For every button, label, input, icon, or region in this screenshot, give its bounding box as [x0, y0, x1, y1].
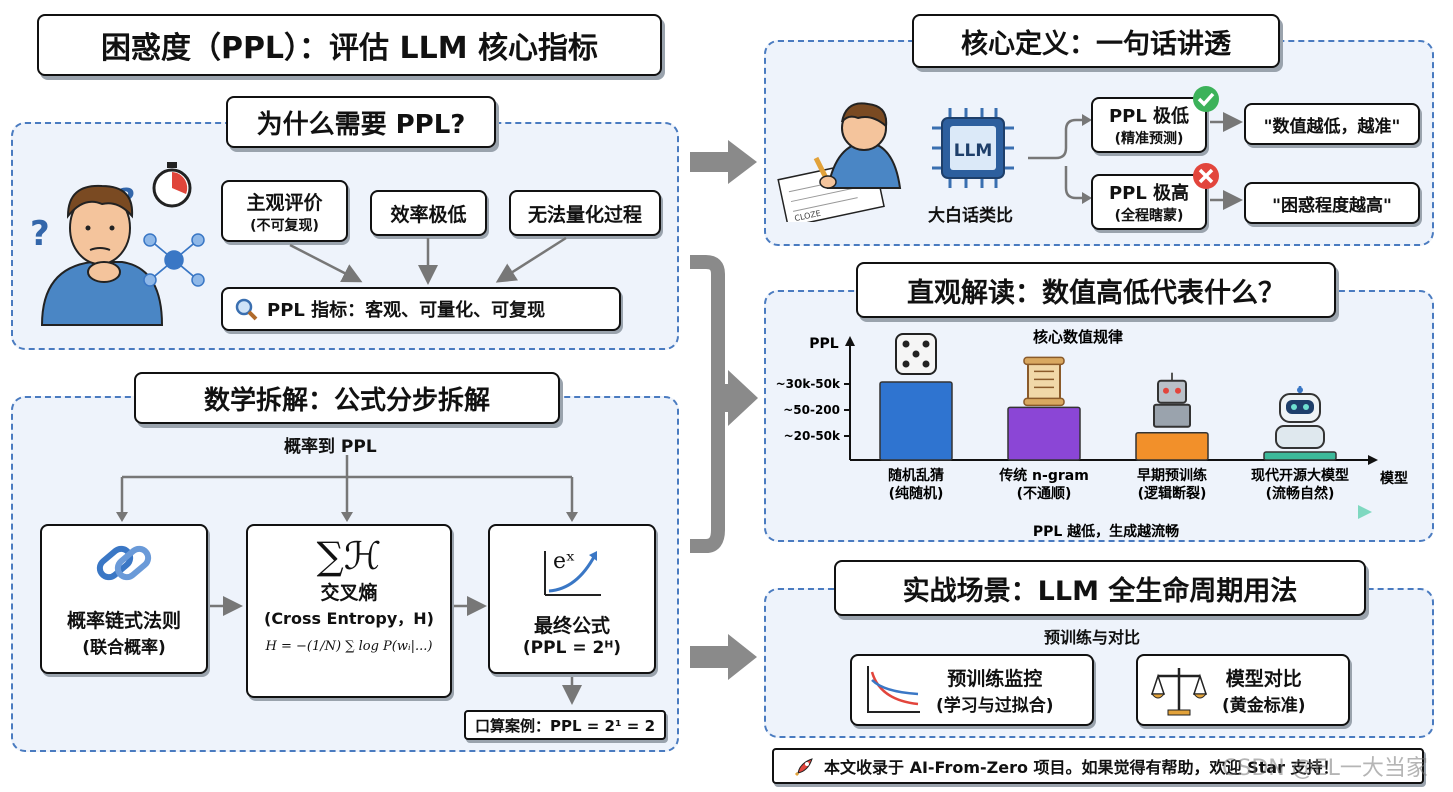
student-writing-illustration: CLOZE: [777, 102, 902, 222]
ppl-high-sub-label: (全程瞎蒙): [1114, 208, 1184, 224]
card-sub-label: (黄金标准): [1222, 696, 1306, 716]
trend-label: PPL 越低，生成越流畅: [1033, 523, 1179, 540]
practice-subtitle: 预训练与对比: [1044, 628, 1141, 647]
bar: [1007, 406, 1081, 461]
card-label: 预训练监控: [947, 668, 1043, 690]
arrow-to-intuition: [718, 370, 758, 426]
bar: [879, 381, 953, 461]
intuition-title: 直观解读：数值高低代表什么？: [856, 262, 1336, 318]
math-root-label: 概率到 PPL: [284, 437, 377, 457]
question-mark-icon: ?: [30, 214, 50, 254]
step-sub-label: (PPL = 2ᴴ): [522, 638, 622, 658]
step-sub-label: (Cross Entropy，H): [264, 609, 434, 628]
math-flow-arrows: [116, 455, 582, 705]
x-axis-label: 模型: [1380, 470, 1408, 487]
card-sub-label: (学习与过拟合): [936, 696, 1054, 716]
problem-box-efficiency: 效率极低: [370, 190, 487, 236]
step-cross-entropy: ∑ℋ 交叉熵 (Cross Entropy，H) H = −(1/N) ∑ lo…: [246, 524, 452, 698]
definition-branch-arrows: [1028, 112, 1243, 210]
balance-scale-icon: [1150, 668, 1208, 716]
bar: [1263, 451, 1337, 461]
paper-text: CLOZE: [794, 209, 822, 222]
dice-icon: [895, 333, 937, 375]
step-label: 交叉熵: [320, 582, 378, 604]
stopwatch-icon: [152, 162, 192, 208]
x-tick-label: (不通顺): [1017, 486, 1072, 502]
y-tick-label: ~20-50k: [784, 429, 841, 443]
x-tick-label: 随机乱猜: [888, 467, 944, 484]
ppl-high-box: PPL 极高 (全程瞎蒙): [1091, 174, 1207, 230]
ppl-bar-chart: 核心数值规律 PPL 模型 ~30k-50k ~50-200 ~20-50k 随机乱…: [776, 328, 1408, 540]
checkmark-icon: [1193, 86, 1219, 112]
x-tick-label: 现代开源大模型: [1251, 467, 1349, 484]
step-label: 概率链式法则: [66, 610, 181, 632]
y-axis-label: PPL: [809, 336, 839, 352]
chip-label: LLM: [954, 141, 993, 161]
ppl-low-sub-label: (精准预测): [1114, 131, 1184, 147]
cross-icon: [1193, 163, 1219, 189]
thinking-person-illustration: ? ?: [30, 162, 205, 326]
arrow-to-definition: [690, 140, 757, 184]
ppl-solution-box: PPL 指标：客观、可量化、可复现: [221, 287, 621, 331]
definition-title: 核心定义：一句话讲透: [912, 14, 1280, 68]
neural-network-icon: [143, 233, 205, 287]
magnifier-icon: [235, 298, 258, 321]
step-sub-label: (联合概率): [82, 638, 166, 658]
mental-math-example: 口算案例：PPL = 2¹ = 2: [464, 710, 666, 740]
old-robot-icon: [1153, 372, 1191, 428]
chart-title: 核心数值规律: [1033, 328, 1123, 346]
problem-sub-label: (不可复现): [250, 217, 319, 234]
ppl-low-box: PPL 极低 (精准预测): [1091, 97, 1207, 153]
step-final-formula: eˣ 最终公式 (PPL = 2ᴴ): [488, 524, 656, 674]
y-tick-label: ~50-200: [783, 403, 840, 417]
banner-text: 本文收录于 AI-From-Zero 项目。如果觉得有帮助，欢迎 Star 支持…: [824, 758, 1339, 777]
ppl-low-label: PPL 极低: [1108, 106, 1190, 127]
x-tick-label: (逻辑断裂): [1138, 485, 1207, 502]
problem-box-unquantifiable: 无法量化过程: [509, 190, 661, 236]
model-compare-card: 模型对比 (黄金标准): [1136, 654, 1350, 726]
arrow-to-practice: [690, 634, 757, 680]
chain-link-icon: [96, 545, 152, 581]
why-flow-arrows: [289, 236, 567, 285]
x-tick-label: (纯随机): [889, 485, 944, 502]
loss-curve-icon: [867, 666, 920, 713]
step-chain-rule: 概率链式法则 (联合概率): [40, 524, 208, 674]
rocket-icon: [794, 758, 813, 777]
ppl-high-label: PPL 极高: [1108, 183, 1190, 204]
solution-label: PPL 指标：客观、可量化、可复现: [267, 300, 546, 321]
ppl-high-quote: "困惑程度越高": [1244, 182, 1420, 224]
practice-title: 实战场景：LLM 全生命周期用法: [834, 560, 1366, 616]
main-title: 困惑度（PPL）：评估 LLM 核心指标: [37, 14, 662, 76]
x-tick-label: (流畅自然): [1266, 485, 1335, 502]
y-tick-label: ~30k-50k: [776, 377, 841, 391]
exp-symbol: eˣ: [553, 549, 576, 574]
scroll-icon: [1023, 356, 1065, 407]
x-tick-label: 早期预训练: [1137, 467, 1207, 484]
step-label: 最终公式: [533, 615, 610, 637]
modern-robot-icon: [1275, 386, 1325, 449]
exponential-growth-icon: eˣ: [537, 545, 607, 601]
ppl-low-quote: "数值越低，越准": [1244, 103, 1420, 145]
sigma-symbol-icon: ∑ℋ: [316, 534, 382, 578]
analogy-caption: 大白话类比: [928, 206, 1013, 226]
x-tick-label: 传统 n-gram: [998, 467, 1089, 484]
bar: [1135, 431, 1209, 461]
problem-box-subjective: 主观评价 (不可复现): [221, 180, 348, 242]
footer-banner: 本文收录于 AI-From-Zero 项目。如果觉得有帮助，欢迎 Star 支持…: [772, 748, 1424, 784]
watermark: CSDN @EL一大当家: [1222, 756, 1428, 781]
intuition-panel: [764, 290, 1434, 542]
cross-entropy-formula: H = −(1/N) ∑ log P(wᵢ|...): [265, 639, 433, 654]
pretraining-monitor-card: 预训练监控 (学习与过拟合): [850, 654, 1094, 726]
math-title: 数学拆解：公式分步拆解: [134, 372, 560, 424]
llm-chip-icon: LLM: [932, 108, 1014, 188]
why-title: 为什么需要 PPL?: [226, 96, 496, 148]
card-label: 模型对比: [1225, 668, 1302, 690]
problem-label: 主观评价: [246, 191, 323, 214]
